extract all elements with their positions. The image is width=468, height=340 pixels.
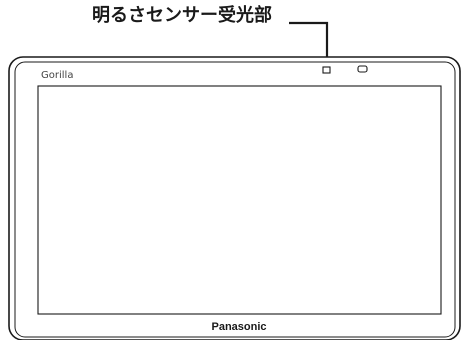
brand-logo: Gorilla: [41, 70, 73, 81]
display-screen: [37, 85, 442, 315]
device-bezel: [14, 61, 456, 338]
brightness-sensor: [322, 66, 331, 74]
maker-logo: Panasonic: [211, 321, 266, 333]
callout-leader-line: [289, 21, 329, 66]
indicator-light: [357, 65, 368, 73]
callout-label: 明るさセンサー受光部: [92, 5, 272, 26]
